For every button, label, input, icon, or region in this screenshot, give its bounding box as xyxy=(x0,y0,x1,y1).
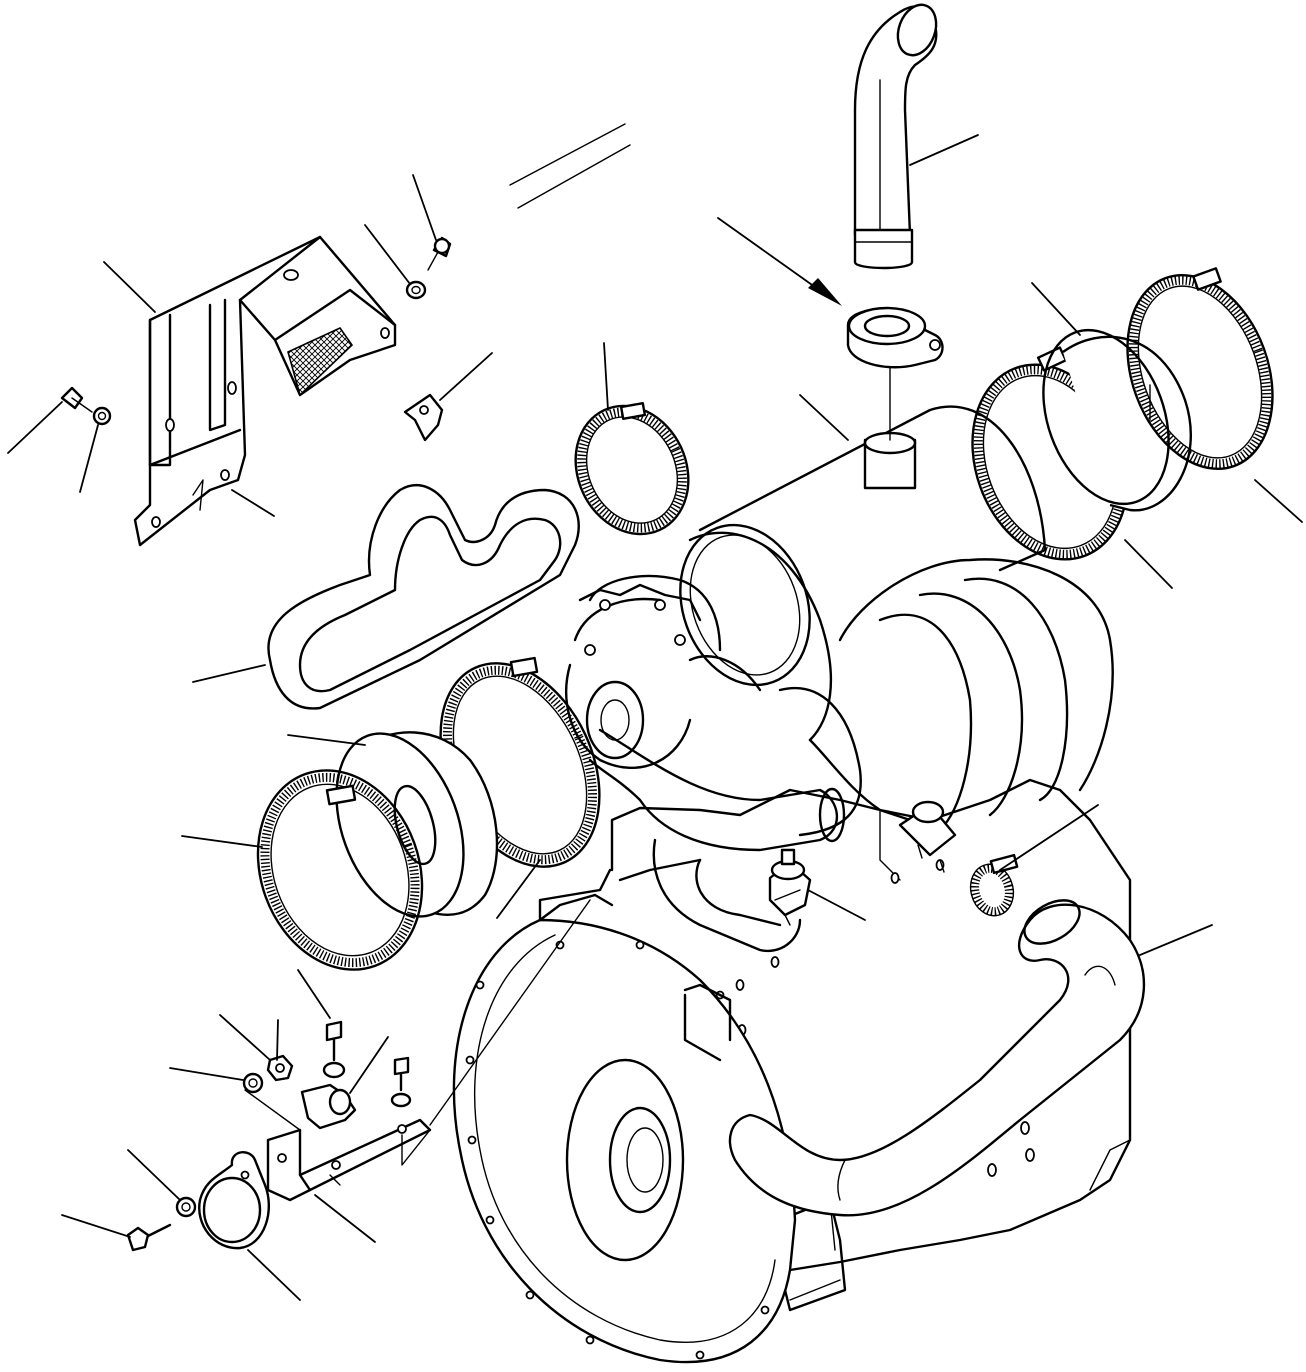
leader-end-clamp-1 xyxy=(1124,539,1173,589)
leader-hose-clamp xyxy=(999,804,1099,871)
leader-tail-pipe xyxy=(909,134,979,166)
leader-muffler xyxy=(799,394,849,441)
leader-shield-tab xyxy=(231,489,275,517)
pipe-clamp-strap xyxy=(198,1151,270,1250)
bracket-washer xyxy=(242,1072,264,1094)
leader-gasket xyxy=(192,664,266,683)
bracket-bolt-1 xyxy=(322,1020,346,1079)
upper-clamp-band xyxy=(574,401,690,536)
inlet-clamp-band xyxy=(439,656,601,868)
leader-end-clamp-2 xyxy=(1254,479,1303,523)
end-clamp-band-2 xyxy=(1126,267,1274,471)
leader-shield-clip xyxy=(439,352,493,401)
spacer-block xyxy=(300,1083,357,1130)
turbo-flange xyxy=(565,574,762,770)
outer-clamp-band xyxy=(256,769,424,971)
shield-bolt-left xyxy=(60,386,93,413)
leader-sensor xyxy=(807,889,866,921)
strap-washer xyxy=(175,1196,197,1218)
leader-bracket-washer xyxy=(169,1067,244,1081)
leader-bracket xyxy=(314,1194,376,1243)
shield-clip-nut xyxy=(403,393,444,442)
tail-pipe xyxy=(853,3,938,270)
shield-washer-top xyxy=(405,280,427,300)
leader-strap xyxy=(247,1249,301,1301)
leader-bracket-bolt-1 xyxy=(297,969,331,1019)
callout-leaders xyxy=(7,134,1303,1301)
leader-strap-bolt xyxy=(61,1214,131,1238)
leader-shield xyxy=(103,261,156,313)
pipe-collar xyxy=(846,306,944,369)
heat-shield xyxy=(133,235,397,547)
bracket-guide-lines xyxy=(244,899,591,1166)
exhaust-sensor xyxy=(768,848,812,926)
bracket-bolt-2 xyxy=(390,1056,412,1108)
leader-inlet-clamp xyxy=(496,859,541,919)
bracket-nut xyxy=(266,1054,294,1082)
housing-rim-bolts xyxy=(465,940,770,1360)
tail-hose xyxy=(728,899,1146,1217)
leader-outer-clamp xyxy=(181,835,263,848)
direction-arrow xyxy=(717,217,842,306)
shield-bolt-top xyxy=(427,236,452,271)
leader-bracket-nut xyxy=(219,1014,271,1061)
leader-tail-hose xyxy=(1139,924,1213,956)
strap-bolt xyxy=(126,1223,172,1252)
leader-shield-bolt-top xyxy=(412,174,437,241)
gasket xyxy=(267,484,580,710)
break-lines xyxy=(509,123,631,209)
leader-end-cap xyxy=(1031,282,1081,336)
flywheel-housing xyxy=(452,868,797,1364)
leader-shield-bolt-left xyxy=(7,401,63,454)
end-cap xyxy=(1042,328,1192,512)
leader-strap-washer xyxy=(127,1149,181,1201)
leader-shield-washer-top xyxy=(364,224,411,285)
leader-upper-clamp xyxy=(603,342,609,411)
leader-spacer xyxy=(276,1019,279,1061)
leader-inlet-cap xyxy=(287,734,366,746)
shield-washer-left xyxy=(92,406,112,426)
leader-spacer-2 xyxy=(349,1036,389,1094)
elbow-pipe xyxy=(588,728,846,953)
muffler xyxy=(679,344,1114,873)
leader-shield-washer-left xyxy=(79,424,99,493)
hose-clamp-small xyxy=(969,853,1019,917)
